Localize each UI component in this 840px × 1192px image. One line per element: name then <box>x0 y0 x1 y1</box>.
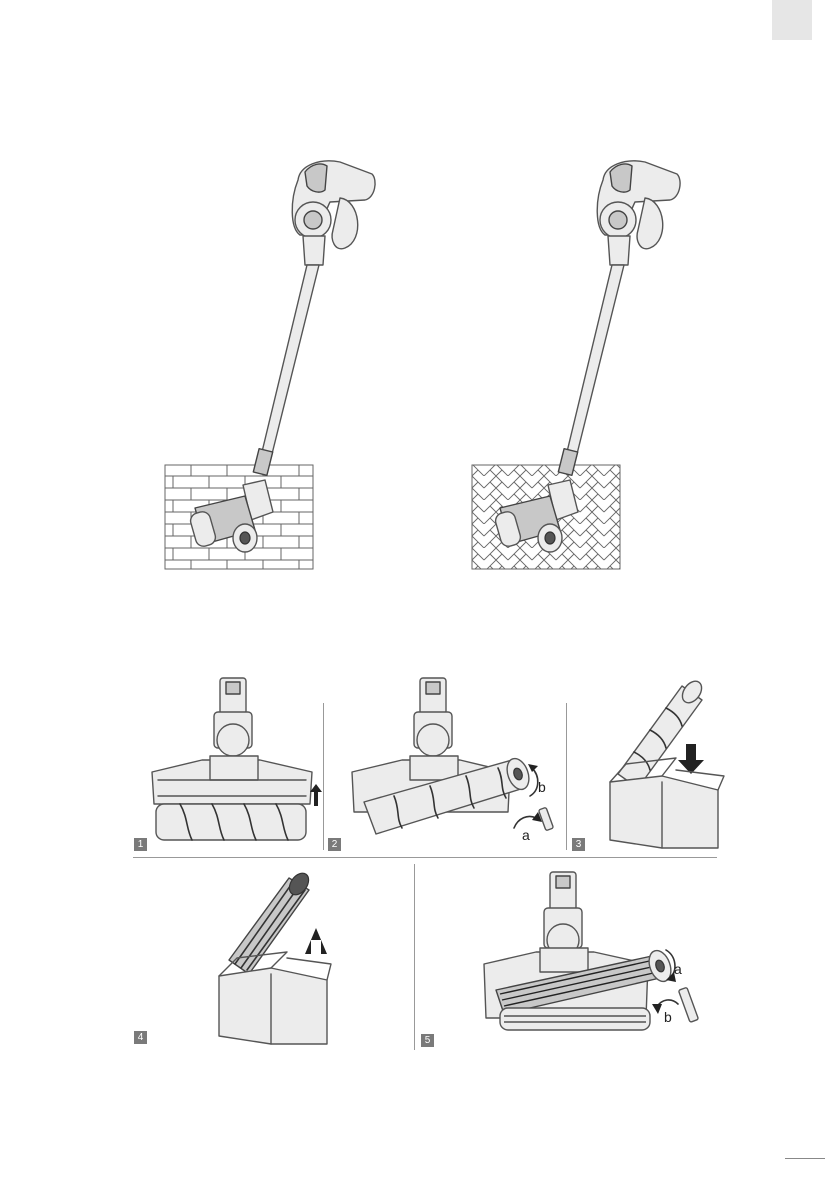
step-3-figure <box>590 672 730 847</box>
step-5-label-b: b <box>664 1009 672 1025</box>
step-2-label-a: a <box>522 827 530 843</box>
step-1-figure <box>140 672 320 847</box>
step-5-badge: 5 <box>421 1034 434 1047</box>
step-4-badge: 4 <box>134 1031 147 1044</box>
step-3-badge: 3 <box>572 838 585 851</box>
divider-vertical-3 <box>414 864 415 1050</box>
step-4-figure <box>205 868 355 1048</box>
step-1-badge: 1 <box>134 838 147 851</box>
footer-rule <box>785 1158 825 1159</box>
divider-vertical-1 <box>323 703 324 850</box>
divider-horizontal <box>133 857 717 858</box>
divider-vertical-2 <box>566 703 567 850</box>
page-corner-tab <box>772 0 812 40</box>
step-2-label-b: b <box>538 779 546 795</box>
vacuum-left-figure <box>155 140 355 580</box>
step-5-label-a: a <box>674 961 682 977</box>
step-2-figure: b a <box>334 672 564 847</box>
step-2-badge: 2 <box>328 838 341 851</box>
step-5-figure: a b <box>470 868 710 1038</box>
vacuum-right-figure <box>460 140 660 580</box>
